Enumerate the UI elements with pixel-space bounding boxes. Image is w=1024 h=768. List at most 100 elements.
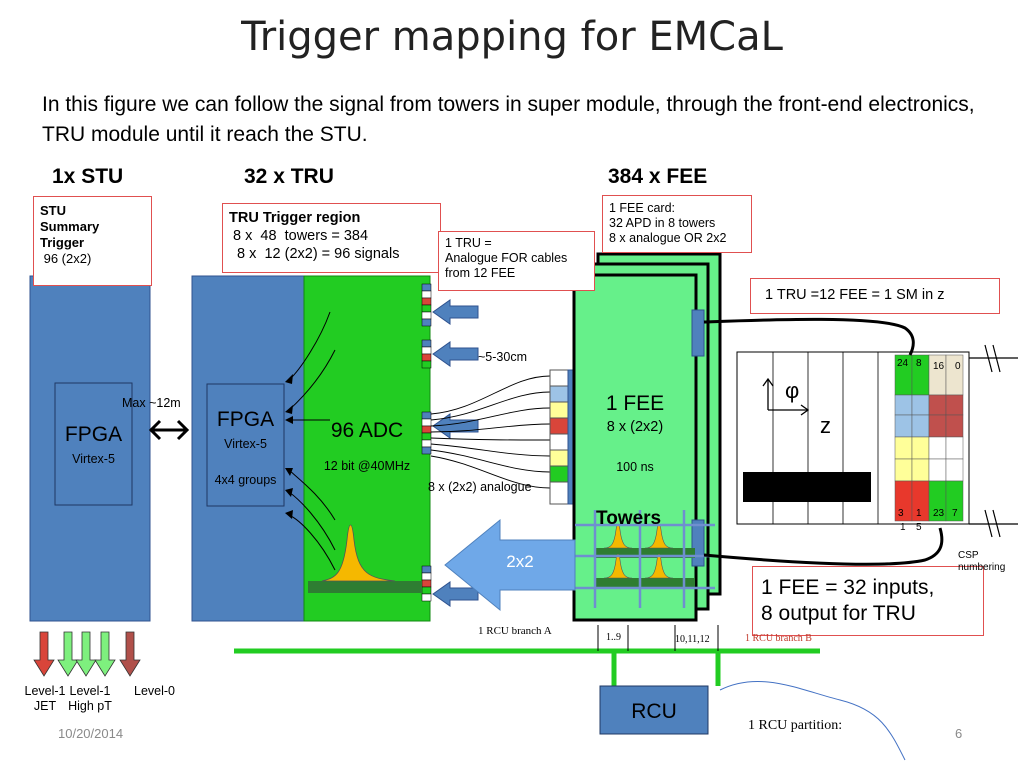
stu-header: 1x STU	[52, 165, 124, 188]
tru-header: 32 x TRU	[244, 165, 334, 188]
link-double-arrow	[148, 419, 190, 441]
slide-date: 10/20/2014	[58, 726, 124, 741]
level1-highpt-label: Level-1 High pT	[62, 684, 118, 714]
rcu-range-2: 10,11,12	[675, 634, 710, 645]
level1-jet-line2: JET	[33, 699, 57, 713]
tru-cables-line3: from 12 FEE	[445, 266, 516, 280]
csp-num-0: 0	[955, 361, 961, 372]
fee-header: 384 x FEE	[608, 165, 708, 188]
fee-sm-line-top	[703, 317, 915, 356]
phi-z-axes	[762, 377, 810, 416]
fee-card-front	[572, 273, 698, 622]
rcu-branch-b: 1 RCU branch B	[745, 633, 812, 644]
level1-highpt-line2: High pT	[68, 699, 112, 713]
level1-jet-label: Level-1 JET	[20, 684, 70, 714]
stu-summary-line2: Summary	[40, 219, 100, 234]
csp-label-line2: numbering	[958, 562, 1006, 573]
input-arrow-1	[432, 299, 479, 325]
input-arrow-2	[432, 341, 479, 367]
rcu-partition-label: 1 RCU partition:	[748, 718, 843, 733]
signal-peak	[321, 524, 396, 582]
connector-strip-bottom	[421, 565, 432, 602]
csp-num-23: 23	[933, 508, 945, 519]
fee-card-line2: 32 APD in 8 towers	[609, 216, 716, 230]
slide-title: Trigger mapping for EMCaL	[241, 14, 783, 60]
fee-card-line3: 8 x analogue OR 2x2	[609, 231, 727, 245]
stu-summary-box: STU Summary Trigger 96 (2x2)	[33, 196, 152, 286]
rcu-range-1: 1..9	[606, 632, 621, 643]
level-arrows	[33, 631, 141, 677]
tru-cables-box: 1 TRU = Analogue FOR cables from 12 FEE	[438, 231, 595, 291]
tru-cables-line1: 1 TRU =	[445, 236, 492, 250]
tru-fpga-model: Virtex-5	[224, 437, 267, 451]
fee-name: 1 FEE	[605, 392, 665, 415]
fee-inputs-box: 1 FEE = 32 inputs, 8 output for TRU	[752, 566, 984, 636]
rcu-label: RCU	[631, 700, 677, 723]
fee-card-box: 1 FEE card: 32 APD in 8 towers 8 x analo…	[602, 195, 752, 253]
sm-black-bar	[743, 472, 871, 502]
tru-region-line3: 8 x 12 (2x2) = 96 signals	[229, 246, 400, 262]
adc-panel	[303, 275, 431, 622]
fee-inputs-line2: 8 output for TRU	[761, 602, 916, 625]
rcu-tick-lines	[597, 625, 719, 651]
arrow-2x2-label: 2x2	[506, 552, 534, 571]
sm-box: 1 TRU =12 FEE = 1 SM in z	[750, 278, 1000, 314]
input-arrow-4	[432, 581, 479, 607]
csp-num-below-1: 1	[900, 522, 906, 533]
arrow-2x2	[444, 518, 576, 612]
cable-length-label: ~5-30cm	[478, 350, 527, 364]
stu-fpga-model: Virtex-5	[72, 452, 115, 466]
fee-sm-line-bottom	[703, 527, 944, 566]
fee-card-line1: 1 FEE card:	[609, 201, 675, 215]
fee-connector-bottom	[691, 519, 705, 567]
level0-label: Level-0	[134, 684, 175, 698]
tru-fpga-label: FPGA	[216, 408, 275, 431]
fee-connector-top	[691, 309, 705, 357]
link-length-label: Max ~12m	[122, 396, 181, 410]
csp-num-below-5: 5	[916, 522, 922, 533]
break-marks	[969, 344, 1018, 538]
tru-region-line2: 8 x 48 towers = 384	[229, 228, 369, 244]
slide-page-number: 6	[955, 726, 963, 741]
csp-num-8: 8	[916, 358, 922, 369]
phi-label: φ	[785, 378, 800, 403]
csp-grid	[894, 354, 964, 522]
tru-fpga-groups: 4x4 groups	[214, 473, 277, 487]
towers-grid	[575, 510, 715, 608]
csp-num-3: 3	[898, 508, 904, 519]
csp-num-7: 7	[952, 508, 958, 519]
stu-fpga-box	[54, 382, 133, 506]
csp-numbering-label: CSP numbering	[958, 550, 1005, 574]
analogue-cables	[430, 375, 551, 489]
tru-fpga-box	[206, 383, 285, 507]
intro-text: In this figure we can follow the signal …	[42, 93, 975, 146]
connector-strip-mid1	[421, 339, 432, 369]
level1-jet-line1: Level-1	[24, 684, 66, 698]
tru-cables-line2: Analogue FOR cables	[445, 251, 568, 265]
adc-label: 96 ADC	[330, 419, 404, 442]
csp-num-24: 24	[897, 358, 909, 369]
csp-num-16: 16	[933, 361, 945, 372]
stu-summary-line1: STU	[40, 203, 66, 218]
rcu-branch-a: 1 RCU branch A	[478, 625, 552, 637]
connector-strip-top	[421, 283, 432, 327]
fee-sub: 8 x (2x2)	[606, 419, 664, 435]
stu-summary-line4: 96 (2x2)	[40, 251, 92, 266]
connector-strip-mid2	[421, 411, 432, 455]
csp-label-line1: CSP	[958, 550, 979, 561]
adc-spec: 12 bit @40MHz	[323, 459, 411, 473]
level1-highpt-line1: Level-1	[69, 684, 111, 698]
towers-label: Towers	[596, 508, 662, 529]
fee-time: 100 ns	[616, 460, 654, 474]
input-arrow-3	[432, 413, 479, 439]
analogue-label: 8 x (2x2) analogue	[428, 480, 532, 494]
adc-to-fpga-arrowheads	[285, 374, 293, 519]
stu-summary-line3: Trigger	[40, 235, 85, 250]
signal-baseline	[308, 581, 422, 593]
tru-region-box: TRU Trigger region 8 x 48 towers = 384 8…	[222, 203, 441, 273]
rcu-partition-curve	[719, 680, 906, 761]
rcu-box	[599, 685, 709, 735]
csp-num-1: 1	[916, 508, 922, 519]
fee-inputs-line1: 1 FEE = 32 inputs,	[761, 576, 935, 599]
